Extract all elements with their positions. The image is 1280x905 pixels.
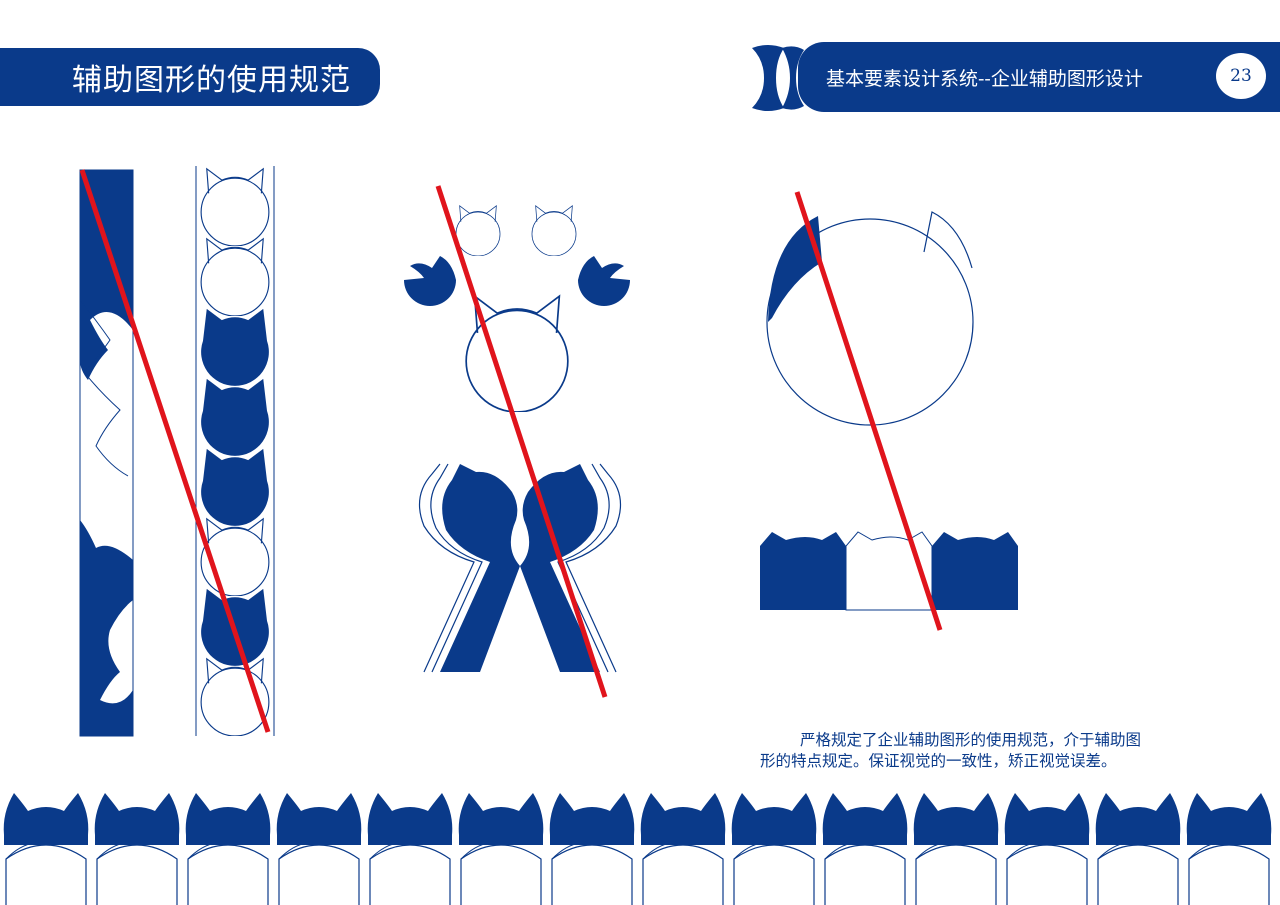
bottom-cat-border bbox=[3, 792, 1272, 905]
section-title: 基本要素设计系统--企业辅助图形设计 bbox=[826, 67, 1143, 90]
prohibit-slash-3 bbox=[794, 191, 943, 631]
description-line-2: 形的特点规定。保证视觉的一致性，矫正视觉误差。 bbox=[760, 752, 1117, 770]
title-banner: 辅助图形的使用规范 bbox=[0, 48, 380, 106]
prohibit-slash-1 bbox=[79, 169, 271, 733]
page-title: 辅助图形的使用规范 bbox=[72, 63, 351, 98]
scattered-cats bbox=[404, 205, 630, 412]
stacked-cat-column bbox=[195, 166, 275, 736]
mirrored-figures bbox=[418, 463, 622, 673]
page-number: 23 bbox=[1230, 66, 1252, 86]
page-number-badge: 23 bbox=[1216, 53, 1266, 99]
vertical-strip-filled bbox=[79, 169, 134, 737]
cat-blocks-row bbox=[760, 531, 1018, 611]
description-line-1: 严格规定了企业辅助图形的使用规范，介于辅助图 bbox=[800, 731, 1142, 749]
description-paragraph: 严格规定了企业辅助图形的使用规范，介于辅助图 形的特点规定。保证视觉的一致性，矫… bbox=[760, 730, 1205, 772]
header-cat-ears-decoration bbox=[752, 45, 804, 111]
section-header: 基本要素设计系统--企业辅助图形设计 23 bbox=[798, 42, 1280, 112]
large-cat-partial-fill bbox=[766, 211, 974, 426]
prohibit-slash-2 bbox=[435, 185, 608, 698]
